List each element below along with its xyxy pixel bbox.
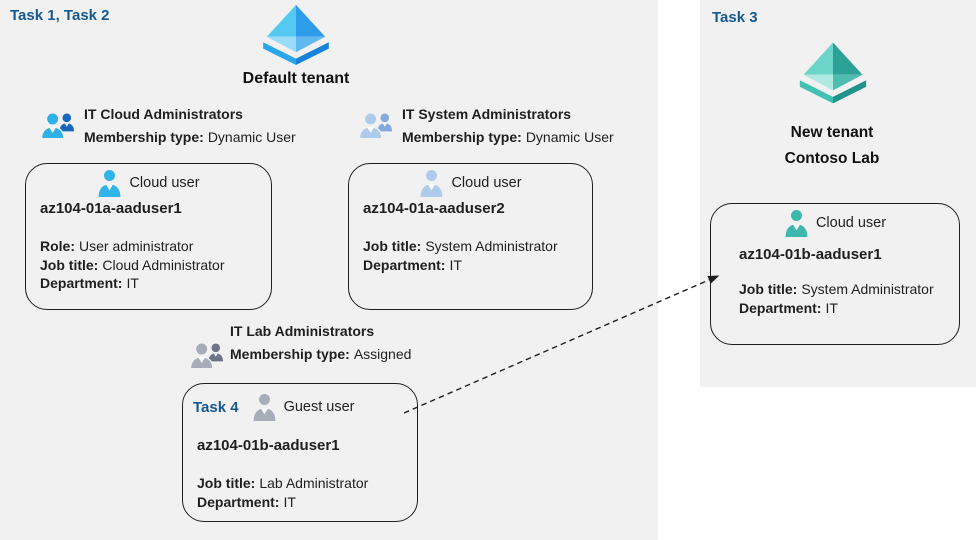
user-type-label: Cloud user: [129, 175, 200, 191]
department-line: Department:IT: [363, 256, 592, 275]
group-membership-cloud-admins: Membership type:Dynamic User: [84, 129, 296, 145]
user-card-aaduser2: Cloud user az104-01a-aaduser2 Job title:…: [348, 163, 593, 310]
azure-ad-tenant-icon: [259, 3, 333, 65]
department-line: Department:IT: [40, 274, 271, 293]
task-3-label: Task 3: [712, 9, 758, 26]
department-value: IT: [825, 299, 838, 316]
department-line: Department:IT: [197, 493, 417, 512]
username: az104-01a-aaduser2: [363, 200, 505, 217]
department-label: Department:: [40, 275, 123, 291]
new-tenant-title-line1: New tenant: [790, 124, 874, 141]
department-label: Department:: [739, 299, 822, 316]
group-title-cloud-admins: IT Cloud Administrators: [84, 106, 243, 122]
job-title-label: Job title:: [40, 256, 99, 273]
task-1-2-label: Task 1, Task 2: [10, 7, 110, 24]
group-membership-system-admins: Membership type:Dynamic User: [402, 129, 614, 145]
guest-user-card: Task 4 Guest user az104-01b-aaduser1 Job…: [182, 383, 418, 522]
job-title-label: Job title:: [739, 281, 798, 297]
job-title-line: Job title:Cloud Administrator: [40, 256, 271, 275]
membership-type-value: Dynamic User: [207, 129, 296, 145]
user-details: Job title:System Administrator Departmen…: [363, 237, 592, 274]
membership-type-label: Membership type:: [402, 129, 522, 145]
guest-user-icon: [252, 393, 277, 422]
membership-type-value: Dynamic User: [525, 129, 614, 145]
membership-type-label: Membership type:: [84, 129, 204, 145]
department-value: IT: [126, 275, 139, 291]
new-tenant-title-line2: Contoso Lab: [784, 150, 880, 167]
default-tenant-title: Default tenant: [242, 70, 350, 87]
job-title-line: Job title:System Administrator: [363, 237, 592, 256]
cloud-user-icon: [784, 209, 809, 238]
card-header: Cloud user: [26, 169, 271, 197]
role-label: Role:: [40, 238, 75, 254]
card-header: Cloud user: [349, 169, 592, 197]
user-type-label: Guest user: [283, 399, 355, 415]
department-value: IT: [449, 256, 462, 273]
department-value: IT: [283, 493, 296, 510]
department-label: Department:: [363, 256, 446, 273]
membership-type-label: Membership type:: [230, 346, 350, 362]
job-title-value: Lab Administrator: [259, 475, 369, 491]
role-value: User administrator: [79, 238, 194, 254]
cloud-user-icon: [419, 169, 444, 198]
group-icon: [189, 340, 226, 372]
user-details: Role:User administrator Job title:Cloud …: [40, 237, 271, 293]
job-title-line: Job title:Lab Administrator: [197, 474, 417, 493]
group-title-system-admins: IT System Administrators: [402, 106, 572, 122]
cloud-user-icon: [97, 169, 122, 198]
group-icon: [358, 110, 395, 142]
card-header: Cloud user: [711, 209, 959, 237]
group-icon: [40, 110, 77, 142]
role-line: Role:User administrator: [40, 237, 271, 256]
job-title-value: Cloud Administrator: [102, 256, 225, 273]
username: az104-01b-aaduser1: [197, 437, 340, 454]
user-type-label: Cloud user: [815, 215, 887, 231]
new-tenant-icon: [798, 40, 868, 104]
job-title-value: System Administrator: [425, 238, 558, 254]
username: az104-01a-aaduser1: [40, 200, 182, 217]
username: az104-01b-aaduser1: [739, 246, 882, 263]
user-details: Job title:System Administrator Departmen…: [739, 280, 959, 317]
job-title-label: Job title:: [197, 475, 256, 491]
job-title-value: System Administrator: [801, 281, 934, 297]
user-card-aaduser1: Cloud user az104-01a-aaduser1 Role:User …: [25, 163, 272, 310]
default-tenant-panel: [0, 0, 658, 540]
group-membership-lab-admins: Membership type:Assigned: [230, 346, 411, 362]
department-line: Department:IT: [739, 299, 959, 318]
department-label: Department:: [197, 493, 280, 510]
card-header: Task 4 Guest user: [183, 393, 417, 421]
group-title-lab-admins: IT Lab Administrators: [230, 323, 375, 339]
user-type-label: Cloud user: [451, 175, 522, 191]
job-title-line: Job title:System Administrator: [739, 280, 959, 299]
membership-type-value: Assigned: [353, 346, 412, 362]
user-card-new-tenant: Cloud user az104-01b-aaduser1 Job title:…: [710, 203, 960, 345]
user-details: Job title:Lab Administrator Department:I…: [197, 474, 417, 511]
task-4-label: Task 4: [193, 398, 239, 416]
job-title-label: Job title:: [363, 238, 422, 254]
